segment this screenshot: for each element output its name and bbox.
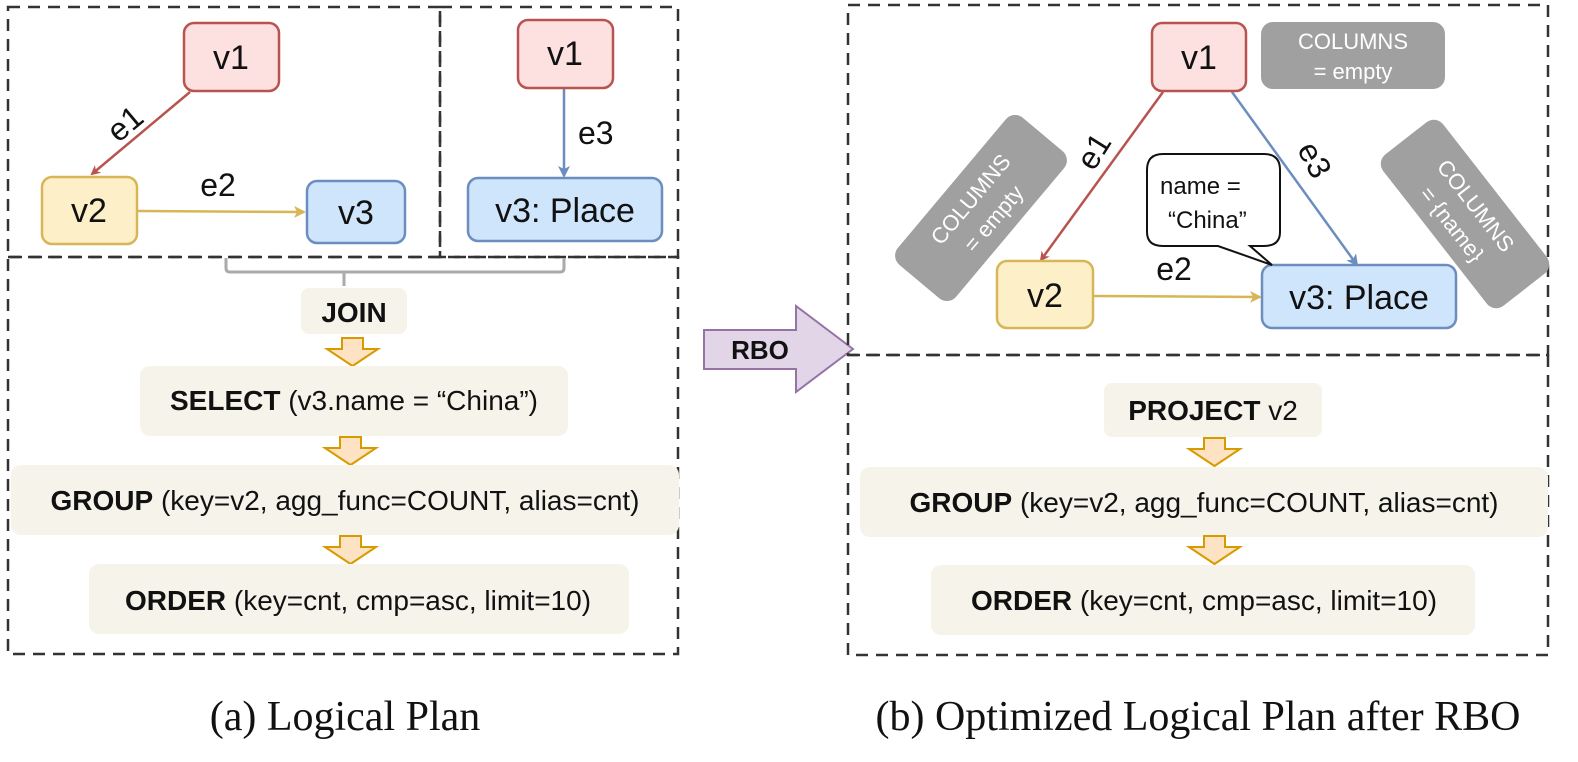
op-group-args: (key=v2, agg_func=COUNT, alias=cnt)	[153, 485, 639, 516]
flow-arrow-1	[323, 337, 382, 368]
op-project-args: v2	[1260, 395, 1297, 426]
op-order-b-keyword: ORDER	[971, 585, 1072, 616]
flow-arrow-2	[321, 436, 380, 467]
node-v3-label: v3	[338, 194, 374, 232]
op-select: SELECT (v3.name = “China”)	[170, 385, 538, 416]
node-v3	[305, 179, 407, 245]
op-group-b-args: (key=v2, agg_func=COUNT, alias=cnt)	[1012, 487, 1498, 518]
op-join-keyword: JOIN	[321, 297, 386, 328]
op-group-b: GROUP (key=v2, agg_func=COUNT, alias=cnt…	[909, 487, 1498, 518]
edge-e3-b	[1230, 91, 1359, 267]
op-join: JOIN	[321, 297, 386, 328]
tag-e3-columns: COLUMNS = {name}	[1380, 119, 1550, 309]
panel-a: e1 e2 v1 v2 v3 e3 v1 v3: Place JOIN SELE…	[6, 5, 680, 740]
node-v3-place-label: v3: Place	[495, 192, 635, 230]
op-project-keyword: PROJECT	[1128, 395, 1260, 426]
op-order-b-args: (key=cnt, cmp=asc, limit=10)	[1072, 585, 1437, 616]
rbo-label: RBO	[731, 335, 789, 365]
edge-label-e2-b: e2	[1156, 251, 1192, 287]
op-group-box-b	[860, 467, 1548, 537]
tag-v1-columns: COLUMNS = empty	[1261, 22, 1445, 89]
op-select-args: (v3.name = “China”)	[280, 385, 538, 416]
op-group-b-keyword: GROUP	[909, 487, 1012, 518]
node-v1-p2-label: v1	[547, 35, 583, 73]
operator-region-a	[6, 255, 680, 656]
op-group-a: GROUP (key=v2, agg_func=COUNT, alias=cnt…	[50, 485, 639, 516]
edge-label-e3-b: e3	[1290, 136, 1338, 184]
caption-b: (b) Optimized Logical Plan after RBO	[876, 694, 1521, 740]
join-bracket	[224, 258, 566, 286]
edge-label-e2: e2	[200, 167, 236, 203]
node-v2-label: v2	[71, 192, 107, 230]
flow-arrow-b2	[1185, 535, 1244, 566]
node-v2-b	[995, 259, 1095, 330]
tag-v1-line2: = empty	[1314, 59, 1393, 84]
op-group-box	[11, 465, 679, 535]
tag-v1-line1: COLUMNS	[1298, 29, 1408, 54]
node-v2	[40, 175, 139, 246]
edge-e2-b	[1091, 290, 1262, 303]
caption-a: (a) Logical Plan	[210, 694, 481, 740]
edge-e1	[90, 91, 191, 176]
node-v1	[182, 21, 281, 93]
op-order-a: ORDER (key=cnt, cmp=asc, limit=10)	[125, 585, 591, 616]
filter-bubble-line2: “China”	[1168, 207, 1247, 234]
edge-label-e1-b: e1	[1069, 127, 1118, 176]
op-select-box	[140, 366, 568, 436]
flow-arrow-b1	[1185, 437, 1244, 468]
node-v1-b	[1150, 21, 1248, 93]
node-v2-b-label: v2	[1027, 277, 1063, 315]
op-project-box	[1104, 383, 1322, 437]
op-select-keyword: SELECT	[170, 385, 280, 416]
edge-label-e1: e1	[100, 98, 150, 148]
op-order-args: (key=cnt, cmp=asc, limit=10)	[226, 585, 591, 616]
op-group-keyword: GROUP	[50, 485, 153, 516]
op-join-box	[301, 288, 407, 334]
op-order-b: ORDER (key=cnt, cmp=asc, limit=10)	[971, 585, 1437, 616]
op-project: PROJECT v2	[1128, 395, 1298, 426]
edge-label-e3: e3	[578, 115, 614, 151]
op-order-keyword: ORDER	[125, 585, 226, 616]
node-v1-p2	[516, 18, 615, 90]
filter-bubble	[1146, 153, 1281, 266]
node-v1-b-label: v1	[1181, 39, 1217, 77]
node-v3-place-b-label: v3: Place	[1289, 279, 1429, 317]
filter-bubble-line1: name =	[1160, 173, 1241, 200]
edge-e1-b	[1039, 91, 1165, 262]
rbo-arrow-shape	[703, 303, 855, 395]
op-order-box	[89, 564, 629, 634]
edge-e2	[137, 205, 306, 218]
flow-arrow-3	[321, 535, 380, 566]
node-v3-place	[466, 176, 664, 243]
op-order-box-b	[931, 565, 1475, 635]
node-v1-label: v1	[213, 39, 249, 77]
rbo-transition: RBO	[703, 303, 855, 395]
panel-b: COLUMNS = empty COLUMNS = empty COLUMNS …	[846, 3, 1550, 740]
node-v3-place-b	[1260, 263, 1458, 330]
